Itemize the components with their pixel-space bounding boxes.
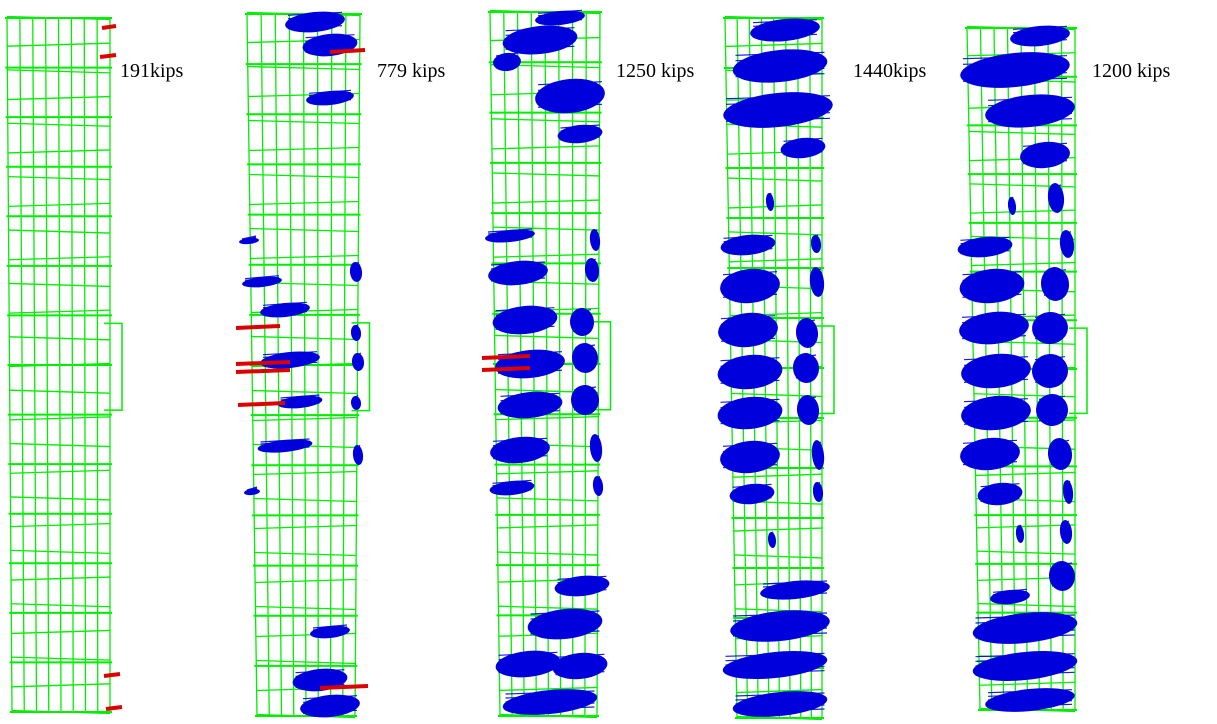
panel-4-cracks: [717, 18, 833, 717]
panel-2-load-label: 779 kips: [377, 60, 446, 82]
panel-4: 1440kips: [717, 15, 927, 721]
panel-2-mesh: [245, 11, 371, 719]
panel-3-load-label: 1250 kips: [616, 60, 695, 82]
panel-1: 191kips: [5, 15, 184, 715]
panel-2-cracks: [235, 11, 369, 718]
panel-1-cracks: [99, 24, 123, 711]
panel-5: 1200 kips: [957, 25, 1171, 713]
panel-3-cracks: [481, 9, 610, 715]
panel-5-load-label: 1200 kips: [1092, 60, 1171, 82]
panel-1-load-label: 191kips: [120, 60, 184, 82]
panel-3: 1250 kips: [481, 9, 695, 719]
panel-5-cracks: [957, 25, 1078, 712]
panel-2: 779 kips: [235, 11, 446, 719]
panel-4-load-label: 1440kips: [853, 60, 927, 82]
panel-1-mesh: [5, 15, 123, 715]
